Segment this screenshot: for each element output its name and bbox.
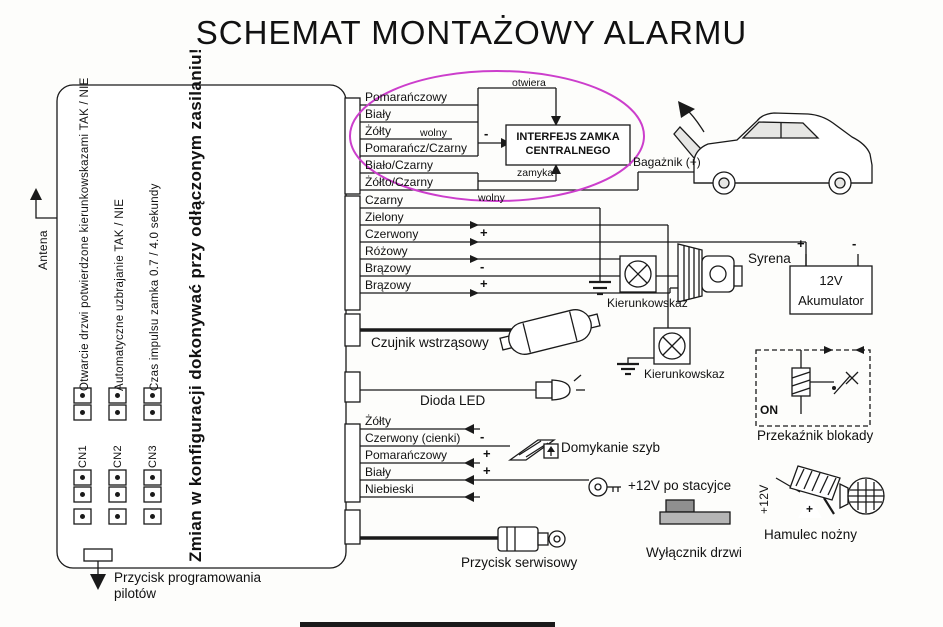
relay-label: Przekaźnik blokady xyxy=(757,428,874,443)
wire-label-brazowy-1: Brązowy xyxy=(365,261,412,275)
central-lock-wires xyxy=(360,87,694,191)
option-auto-arm: Automatyczne uzbrajanie TAK / NIE xyxy=(114,198,126,391)
sign-minus-czerwony-cienki: - xyxy=(480,429,485,444)
ignition-12v-label: +12V po stacyjce xyxy=(628,478,732,493)
wire-label-bialy: Biały xyxy=(365,107,392,121)
window-close-icon xyxy=(507,439,559,461)
wire-label-zolty-2: Żółty xyxy=(365,414,392,428)
interface-label: INTERFEJS ZAMKA CENTRALNEGO xyxy=(516,131,620,157)
led-icon xyxy=(360,374,585,401)
page-title: SCHEMAT MONTAŻOWY ALARMU xyxy=(195,14,748,51)
relay-icon xyxy=(755,346,871,427)
note-wolny-1: wolny xyxy=(420,127,447,139)
trunk-label: Bagażnik (+) xyxy=(633,155,701,169)
highlight-loop xyxy=(349,70,645,202)
connector-label-cn1: CN1 xyxy=(77,445,89,468)
option-door-confirm: Otwarcie drzwi potwierdzone kierunkowska… xyxy=(79,77,91,391)
wire-label-pomaracz-czarny: Pomarańcz/Czarny xyxy=(365,141,468,155)
turn-signal-icon-2 xyxy=(653,327,691,365)
wire-label-zielony: Zielony xyxy=(365,210,404,224)
wire-label-brazowy-2: Brązowy xyxy=(365,278,412,292)
antenna-icon xyxy=(30,188,57,219)
sign-plus-pomaranczowy: + xyxy=(483,446,491,461)
ground-icon-1 xyxy=(589,280,611,296)
wire-label-czerwony: Czerwony xyxy=(365,227,419,241)
led-label: Dioda LED xyxy=(420,393,486,408)
note-wolny-2: wolny xyxy=(478,192,505,204)
option-lock-pulse: Czas impulsu zamka 0.7 / 4.0 sekundy xyxy=(149,183,161,391)
horn-icon xyxy=(839,477,885,515)
sign-minus-interface: - xyxy=(484,126,489,141)
wire-label-pomaranczowy: Pomarańczowy xyxy=(365,90,448,104)
connector-label-cn3: CN3 xyxy=(147,445,159,468)
service-button-icon xyxy=(360,526,566,552)
connector-stubs xyxy=(344,97,361,545)
battery-plus: + xyxy=(797,236,805,251)
wire-label-czerwony-cienki: Czerwony (cienki) xyxy=(365,431,461,445)
wire-label-bialy-2: Biały xyxy=(365,465,392,479)
windows-closing-label: Domykanie szyb xyxy=(561,440,661,455)
turn-signal-label-2: Kierunkowskaz xyxy=(644,367,725,381)
program-button-label: Przycisk programowania pilotów xyxy=(114,570,262,601)
cn-jumper-blocks xyxy=(73,387,162,525)
battery-word: Akumulator xyxy=(798,293,864,308)
service-button-label: Przycisk serwisowy xyxy=(461,555,578,570)
plus-12v-label: +12V xyxy=(757,484,771,514)
sign-minus-brazowy: - xyxy=(480,259,485,274)
car-illustration xyxy=(673,101,873,195)
battery-label: 12V Akumulator xyxy=(790,271,872,311)
note-otwiera: otwiera xyxy=(512,77,546,89)
battery-minus: - xyxy=(852,236,857,251)
ground-icon-2 xyxy=(617,357,654,376)
battery-icon xyxy=(789,254,873,315)
wire-label-niebieski: Niebieski xyxy=(365,482,414,496)
siren-icon xyxy=(677,243,743,303)
brake-pedal-icon xyxy=(775,465,841,515)
aux-wires xyxy=(360,424,589,502)
sign-plus-czerwony: + xyxy=(480,225,488,240)
turn-signal-icon-1 xyxy=(619,255,657,293)
antenna-label: Antena xyxy=(36,230,50,270)
ignition-icon xyxy=(588,477,621,497)
connector-label-cn2: CN2 xyxy=(112,445,124,468)
warning-triangle-icon xyxy=(798,497,822,518)
note-zamyka: zamyka xyxy=(517,167,554,179)
wire-label-zolty: Żółty xyxy=(365,124,392,138)
shock-sensor-label: Czujnik wstrząsowy xyxy=(371,335,489,350)
interface-box xyxy=(505,124,631,166)
door-switch-label: Wyłącznik drzwi xyxy=(646,545,742,560)
wire-label-rozowy: Różowy xyxy=(365,244,408,258)
shock-sensor-icon xyxy=(360,309,601,355)
sign-plus-bialy: + xyxy=(483,463,491,478)
wire-label-zolto-czarny: Żółto/Czarny xyxy=(365,175,434,189)
sign-plus-brazowy: + xyxy=(480,276,488,291)
program-button-icon xyxy=(83,548,113,590)
siren-label: Syrena xyxy=(748,251,791,266)
battery-voltage: 12V xyxy=(819,273,843,288)
scan-artifact xyxy=(300,622,555,627)
wire-label-bialo-czarny: Biało/Czarny xyxy=(365,158,434,172)
relay-on-label: ON xyxy=(760,403,778,417)
config-warning: Zmian w konfiguracji dokonywać przy odłą… xyxy=(186,47,205,562)
foot-brake-label: Hamulec nożny xyxy=(764,527,858,542)
triangle-plus: + xyxy=(806,502,814,516)
wire-label-czarny: Czarny xyxy=(365,193,404,207)
turn-signal-label-1: Kierunkowskaz xyxy=(607,296,688,310)
wire-label-pomaranczowy-2: Pomarańczowy xyxy=(365,448,448,462)
door-switch-icon xyxy=(659,499,731,525)
